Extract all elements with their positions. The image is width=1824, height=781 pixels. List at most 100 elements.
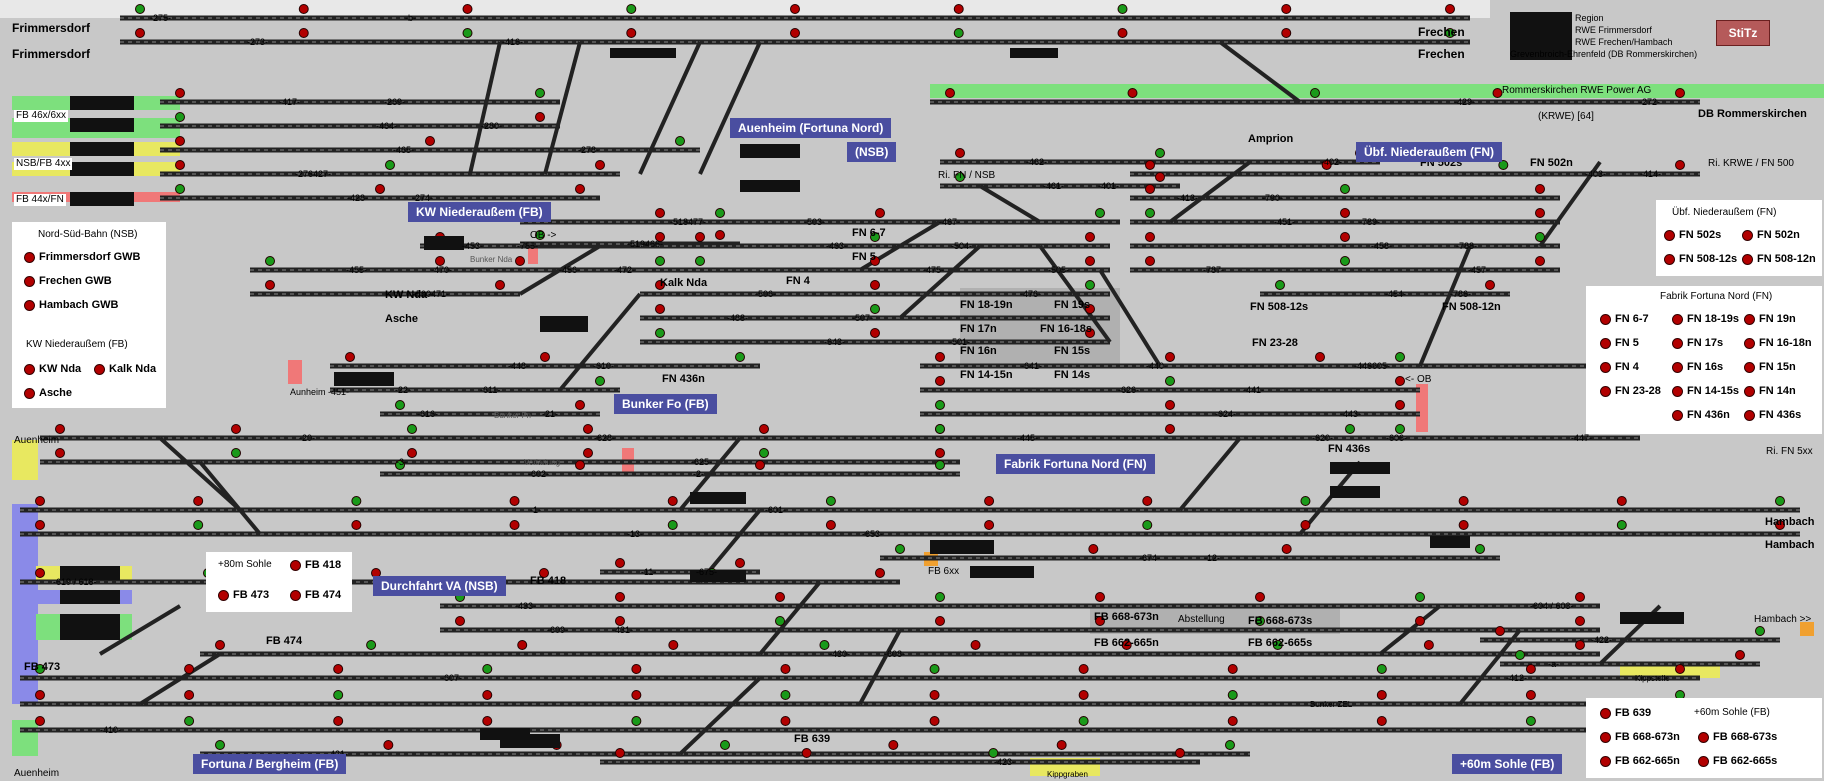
train-number-field[interactable] [500, 734, 560, 748]
signal-red-icon[interactable] [495, 280, 505, 290]
signal-red-icon[interactable] [1575, 616, 1585, 626]
signal-red-icon[interactable] [955, 148, 965, 158]
signal-green-icon[interactable] [366, 640, 377, 650]
signal-red-icon[interactable] [515, 256, 525, 266]
train-number-field[interactable] [334, 372, 394, 386]
panel-fabrik-item-14[interactable]: FN 436s [1744, 408, 1801, 422]
signal-red-icon[interactable] [631, 690, 642, 700]
train-number-field[interactable] [70, 192, 134, 206]
signal-red-icon[interactable] [695, 232, 705, 242]
signal-red-icon[interactable] [1095, 592, 1105, 602]
signal-red-icon[interactable] [583, 424, 593, 434]
signal-green-icon[interactable] [1145, 208, 1155, 218]
signal-red-icon[interactable] [1127, 88, 1138, 98]
signal-red-icon[interactable] [759, 424, 769, 434]
signal-red-icon[interactable] [1492, 88, 1503, 98]
panel-fabrik-item-7[interactable]: FN 4 [1600, 360, 1639, 374]
signal-red-icon[interactable] [55, 448, 65, 458]
train-number-field[interactable] [424, 236, 464, 250]
train-number-field[interactable] [60, 590, 120, 604]
signal-green-icon[interactable] [955, 172, 965, 182]
signal-red-icon[interactable] [780, 716, 791, 726]
signal-red-icon[interactable] [1485, 280, 1495, 290]
signal-red-icon[interactable] [631, 664, 642, 674]
signal-green-icon[interactable] [825, 496, 836, 506]
signal-green-icon[interactable] [482, 664, 493, 674]
signal-red-icon[interactable] [193, 496, 204, 506]
signal-red-icon[interactable] [1525, 690, 1536, 700]
signal-red-icon[interactable] [1255, 592, 1265, 602]
train-number-field[interactable] [60, 566, 120, 580]
signal-green-icon[interactable] [1340, 184, 1350, 194]
signal-green-icon[interactable] [184, 716, 195, 726]
signal-green-icon[interactable] [1525, 716, 1536, 726]
signal-green-icon[interactable] [935, 400, 945, 410]
signal-red-icon[interactable] [298, 28, 309, 38]
panel-fabrik-item-12[interactable]: FN 14n [1744, 384, 1796, 398]
signal-green-icon[interactable] [395, 460, 405, 470]
signal-red-icon[interactable] [1145, 256, 1155, 266]
signal-red-icon[interactable] [1085, 232, 1095, 242]
panel-sohle60-item-3[interactable]: FB 668-673s [1698, 730, 1777, 744]
signal-red-icon[interactable] [870, 328, 880, 338]
signal-green-icon[interactable] [1515, 650, 1525, 660]
signal-red-icon[interactable] [35, 690, 45, 700]
signal-red-icon[interactable] [970, 640, 981, 650]
signal-red-icon[interactable] [1088, 544, 1099, 554]
signal-green-icon[interactable] [953, 28, 964, 38]
signal-green-icon[interactable] [1535, 232, 1545, 242]
signal-green-icon[interactable] [1376, 664, 1387, 674]
signal-red-icon[interactable] [1445, 4, 1455, 14]
panel-ubf-item-2[interactable]: FN 502n [1742, 228, 1800, 242]
signal-red-icon[interactable] [1575, 640, 1585, 650]
signal-red-icon[interactable] [667, 496, 678, 506]
signal-red-icon[interactable] [615, 748, 625, 758]
signal-green-icon[interactable] [1095, 208, 1105, 218]
signal-red-icon[interactable] [1321, 160, 1332, 170]
panel-fabrik-item-2[interactable]: FN 18-19s [1672, 312, 1739, 326]
signal-red-icon[interactable] [615, 616, 625, 626]
signal-red-icon[interactable] [1281, 28, 1292, 38]
signal-red-icon[interactable] [1735, 650, 1745, 660]
signal-green-icon[interactable] [780, 690, 791, 700]
signal-green-icon[interactable] [407, 424, 417, 434]
panel-sohle80-item-2[interactable]: FB 473 [218, 588, 269, 602]
signal-green-icon[interactable] [988, 748, 999, 758]
signal-green-icon[interactable] [1498, 160, 1509, 170]
signal-red-icon[interactable] [1155, 172, 1165, 182]
signal-red-icon[interactable] [265, 280, 275, 290]
signal-red-icon[interactable] [825, 520, 836, 530]
signal-green-icon[interactable] [870, 232, 880, 242]
panel-fabrik-item-5[interactable]: FN 17s [1672, 336, 1723, 350]
signal-red-icon[interactable] [135, 28, 145, 38]
signal-green-icon[interactable] [1255, 616, 1265, 626]
signal-red-icon[interactable] [35, 716, 45, 726]
signal-red-icon[interactable] [1395, 400, 1405, 410]
signal-green-icon[interactable] [695, 256, 705, 266]
signal-green-icon[interactable] [715, 208, 725, 218]
signal-red-icon[interactable] [1078, 664, 1089, 674]
signal-red-icon[interactable] [935, 352, 945, 362]
signal-red-icon[interactable] [215, 640, 225, 650]
train-number-field[interactable] [610, 48, 658, 58]
signal-red-icon[interactable] [780, 664, 791, 674]
signal-red-icon[interactable] [35, 496, 45, 506]
signal-red-icon[interactable] [1395, 376, 1405, 386]
train-number-field[interactable] [70, 118, 134, 132]
signal-red-icon[interactable] [945, 88, 955, 98]
signal-red-icon[interactable] [1675, 664, 1685, 674]
signal-green-icon[interactable] [333, 690, 344, 700]
train-number-field[interactable] [1620, 612, 1684, 624]
signal-red-icon[interactable] [425, 136, 435, 146]
signal-red-icon[interactable] [482, 716, 493, 726]
signal-red-icon[interactable] [1281, 4, 1292, 14]
signal-green-icon[interactable] [1165, 376, 1175, 386]
signal-red-icon[interactable] [1145, 232, 1155, 242]
train-number-field[interactable] [1330, 486, 1380, 498]
panel-fabrik-item-4[interactable]: FN 5 [1600, 336, 1639, 350]
panel-nsb-item2-2[interactable]: Kalk Nda [94, 362, 156, 376]
signal-green-icon[interactable] [655, 328, 665, 338]
signal-red-icon[interactable] [435, 256, 445, 266]
signal-green-icon[interactable] [1078, 716, 1089, 726]
panel-nsb-item2-1[interactable]: KW Nda [24, 362, 81, 376]
